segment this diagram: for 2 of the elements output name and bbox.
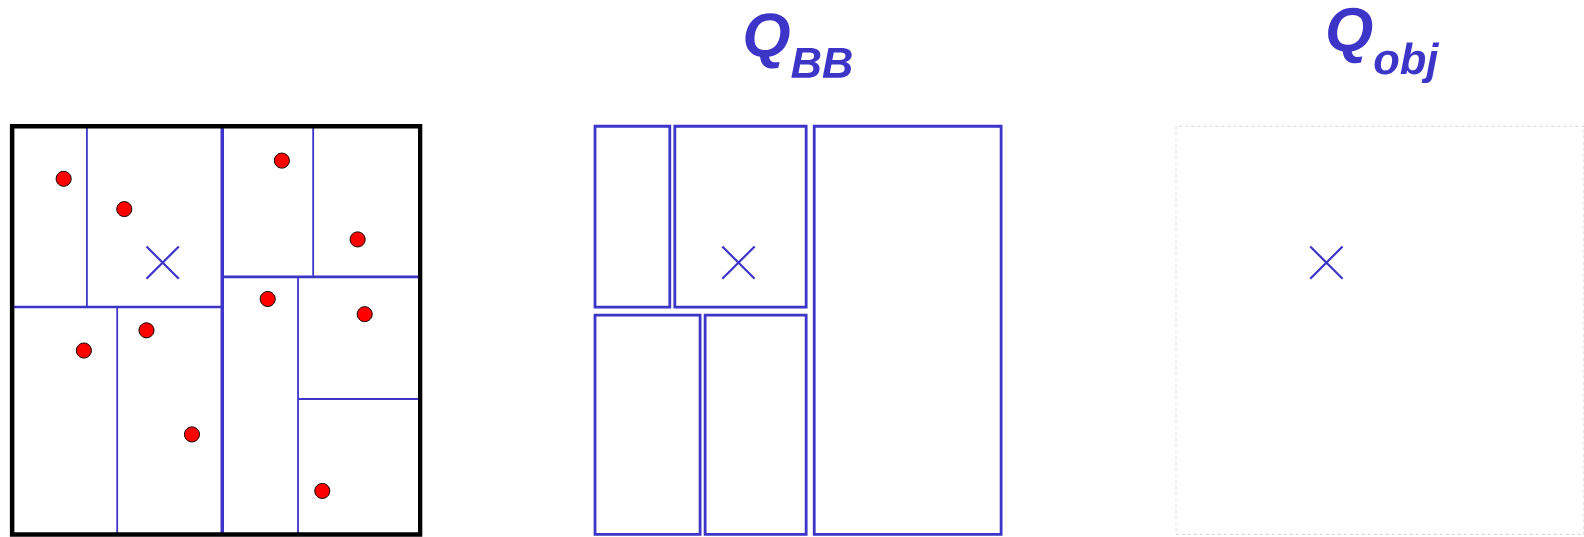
query-label: Q$_{BB}$	[745, 13, 852, 78]
query-label: Q$_{obj}$	[1328, 7, 1440, 84]
